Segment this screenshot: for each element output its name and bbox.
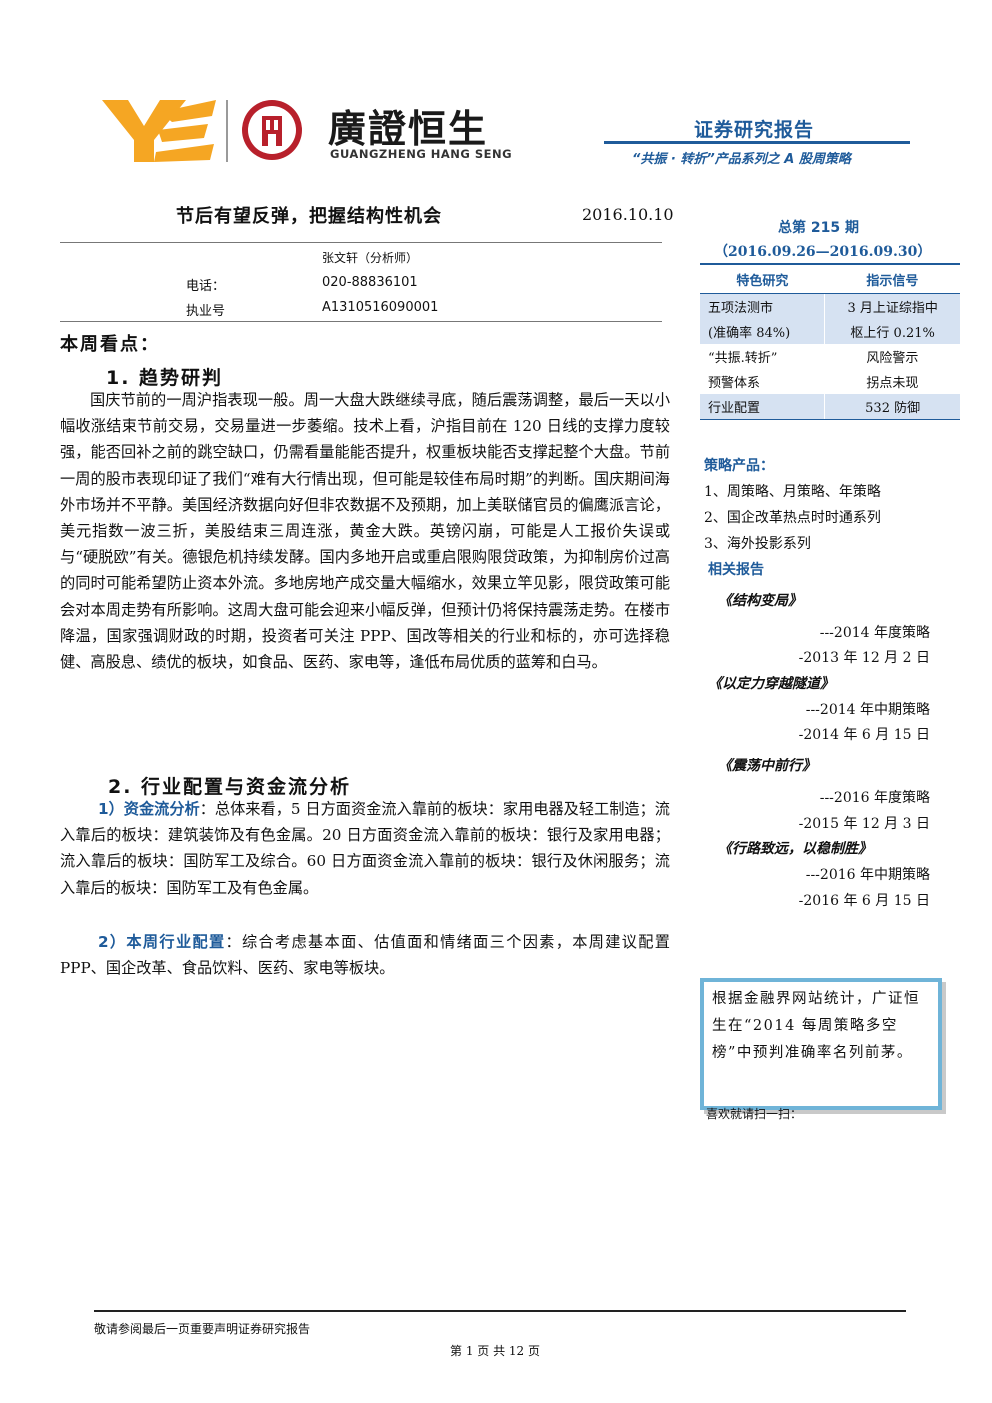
table-cell: (准确率 84%) [700, 319, 825, 344]
series-name: “共振 · 转折”产品系列之 A 股周策略 [632, 152, 851, 167]
table-cell: 拐点未现 [866, 376, 919, 391]
table-cell: 行业配置 [700, 394, 825, 420]
logo-english-name: GUANGZHENG HANG SENG [330, 147, 513, 161]
related-report-title: 《以定力穿越隧道》 [708, 676, 834, 692]
seal-logo-icon [242, 100, 302, 160]
related-report-title: 《行路致远，以稳制胜》 [718, 841, 872, 857]
related-report-date: -2013 年 12 月 2 日 [798, 650, 930, 666]
header-signal: 指示信号 [824, 263, 960, 294]
fund-flow-label: 1）资金流分析 [98, 800, 200, 818]
table-row: 预警体系 拐点未现 [700, 369, 960, 394]
fund-flow-paragraph: 1）资金流分析：总体来看，5 日方面资金流入靠前的板块：家用电器及轻工制造；流入… [60, 796, 670, 901]
fund-flow-text: ：总体来看，5 日方面资金流入靠前的板块：家用电器及轻工制造；流入靠后的板块：建… [60, 800, 670, 897]
issue-number: 总第 215 期 [778, 220, 859, 236]
table-cell: 预警体系 [708, 376, 761, 391]
header-research: 特色研究 [700, 263, 825, 294]
header-rule [604, 141, 910, 144]
scan-prompt: 喜欢就请扫一扫： [706, 1107, 803, 1121]
related-reports-heading: 相关报告 [708, 562, 764, 578]
license-value: A1310516090001 [322, 300, 439, 315]
related-report-type: ---2016 年度策略 [819, 790, 930, 806]
signal-table-header: 特色研究 指示信号 [700, 263, 960, 294]
license-label: 执业号 [186, 304, 226, 319]
ye-logo-icon [102, 100, 216, 162]
strategy-item: 3、海外投影系列 [704, 536, 811, 552]
ranking-callout-text: 根据金融界网站统计，广证恒生在“2014 每周策略多空榜”中预判准确率名列前茅。 [712, 991, 920, 1061]
table-cell: “共振.转折” [708, 351, 778, 366]
phone-label: 电话： [186, 279, 226, 294]
logo-divider [226, 100, 228, 162]
related-report-date: -2014 年 6 月 15 日 [798, 727, 930, 743]
table-row: “共振.转折” 风险警示 [700, 344, 960, 369]
table-row: 五项法测市 3 月上证综指中 [700, 293, 960, 319]
related-report-type: ---2016 年中期策略 [805, 867, 930, 883]
report-title: 节后有望反弹，把握结构性机会 [176, 206, 442, 227]
signal-table: 特色研究 指示信号 五项法测市 3 月上证综指中 (准确率 84%) 枢上行 0… [700, 263, 960, 420]
allocation-text: ：综合考虑基本面、估值面和情绪面三个因素，本周建议配置 PPP、国企改革、食品饮… [60, 933, 670, 978]
info-divider [60, 321, 662, 322]
table-row: (准确率 84%) 枢上行 0.21% [700, 319, 960, 344]
section-heading-highlights: 本周看点： [60, 334, 160, 355]
footer-rule [94, 1310, 906, 1312]
strategy-products-heading: 策略产品： [704, 458, 774, 474]
related-report-date: -2015 年 12 月 3 日 [798, 816, 930, 832]
related-report-title: 《结构变局》 [718, 593, 802, 609]
logo-chinese-name: 廣證恒生 [328, 107, 489, 151]
table-row: 行业配置 532 防御 [700, 394, 960, 420]
ranking-callout-box [700, 978, 942, 1110]
table-cell: 风险警示 [866, 351, 919, 366]
related-report-type: ---2014 年度策略 [819, 625, 930, 641]
related-report-date: -2016 年 6 月 15 日 [798, 893, 930, 909]
table-cell: 五项法测市 [700, 293, 825, 319]
report-period: （2016.09.26—2016.09.30） [714, 244, 932, 260]
title-divider [60, 242, 662, 243]
allocation-paragraph: 2）本周行业配置：综合考虑基本面、估值面和情绪面三个因素，本周建议配置 PPP、… [60, 929, 670, 981]
related-report-title: 《震荡中前行》 [718, 758, 816, 774]
strategy-item: 2、国企改革热点时时通系列 [704, 510, 881, 526]
phone-value: 020-88836101 [322, 275, 418, 290]
section-heading-industry: 2. 行业配置与资金流分析 [108, 776, 352, 798]
report-date: 2016.10.10 [582, 205, 674, 224]
analyst-name: 张文轩（分析师） [322, 251, 419, 265]
table-cell: 3 月上证综指中 [824, 293, 960, 319]
report-type: 证券研究报告 [694, 119, 815, 141]
page-number: 第 1 页 共 12 页 [450, 1344, 540, 1358]
section-heading-trend: 1. 趋势研判 [106, 367, 224, 389]
trend-paragraph: 国庆节前的一周沪指表现一般。周一大盘大跌继续寻底，随后震荡调整，最后一天以小幅收… [60, 391, 670, 672]
table-cell: 532 防御 [824, 394, 960, 420]
related-report-type: ---2014 年中期策略 [805, 702, 930, 718]
footer-disclaimer: 敬请参阅最后一页重要声明证券研究报告 [94, 1322, 311, 1336]
strategy-item: 1、周策略、月策略、年策略 [704, 484, 881, 500]
allocation-label: 2）本周行业配置 [98, 933, 226, 951]
table-cell: 枢上行 0.21% [824, 319, 960, 344]
